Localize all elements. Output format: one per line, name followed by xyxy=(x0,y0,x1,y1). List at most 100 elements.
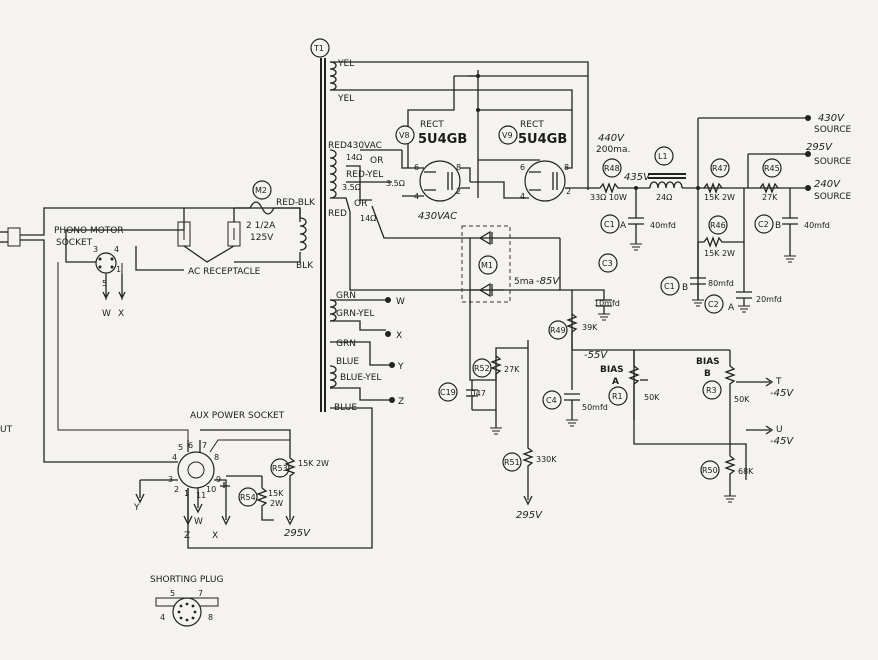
svg-text:C19: C19 xyxy=(440,388,456,397)
lead-red-430: RED430VAC xyxy=(328,141,382,151)
svg-text:15K 2W: 15K 2W xyxy=(704,193,735,202)
c1a-capacitor: C1 A 40mfd xyxy=(600,188,676,251)
bias-b-pot: BIAS B R3 50K xyxy=(696,357,774,430)
lead-blue-yel: BLUE-YEL xyxy=(340,373,381,383)
svg-text:A: A xyxy=(620,221,627,231)
svg-text:B: B xyxy=(775,221,781,231)
left-edge-fragment: UT xyxy=(0,425,13,435)
svg-text:R53: R53 xyxy=(272,464,288,473)
svg-text:2W: 2W xyxy=(270,499,283,508)
ac-receptacle-label: AC RECEPTACLE xyxy=(188,267,261,277)
svg-text:B: B xyxy=(704,369,711,379)
fuse-ref: M2 xyxy=(255,186,267,195)
tube-v8: V8 RECT 5U4GB 6 8 4 2 xyxy=(395,120,467,202)
v8-role: RECT xyxy=(420,120,444,130)
v9-role: RECT xyxy=(520,120,544,130)
lead-red-yel: RED-YEL xyxy=(346,170,383,180)
svg-text:R54: R54 xyxy=(240,493,256,502)
tap-35a: 3.5Ω xyxy=(342,183,361,192)
svg-text:11: 11 xyxy=(196,491,206,500)
phono-pin-3: 3 xyxy=(93,245,98,254)
r54-resistor: R54 15K 2W xyxy=(238,487,284,521)
l1-choke: L1 24Ω xyxy=(648,146,686,202)
bias-a-pot: BIAS A R1 50K xyxy=(600,365,660,420)
svg-text:20mfd: 20mfd xyxy=(756,295,782,304)
aux-power-socket: 4 5 6 7 8 9 10 11 3 2 1 xyxy=(168,441,221,500)
v-m85: -85V xyxy=(536,276,560,287)
svg-text:5: 5 xyxy=(170,589,175,598)
v9-type: 5U4GB xyxy=(518,132,567,147)
svg-text:C1: C1 xyxy=(604,220,615,229)
tap-35b: 3.5Ω xyxy=(386,179,405,188)
svg-text:15K 2W: 15K 2W xyxy=(298,459,329,468)
out-u-v: -45V xyxy=(770,436,794,447)
grn-out-w: W xyxy=(396,297,405,307)
svg-text:15K: 15K xyxy=(268,489,284,498)
r46-resistor: R46 15K 2W xyxy=(698,188,745,258)
svg-text:4: 4 xyxy=(160,613,165,622)
svg-text:B: B xyxy=(682,283,688,293)
svg-text:.047: .047 xyxy=(468,389,486,398)
svg-text:40mfd: 40mfd xyxy=(804,221,830,230)
v8-pin8: 8 xyxy=(456,163,461,172)
aux-out-z: Z xyxy=(184,531,190,541)
ma-200: 200ma. xyxy=(596,145,630,155)
aux-out-x: X xyxy=(212,531,218,541)
c3-capacitor: C3 10mfd xyxy=(594,253,620,321)
svg-text:L1: L1 xyxy=(658,152,668,161)
aux-socket-label: AUX POWER SOCKET xyxy=(190,411,285,421)
r48-resistor: R48 33Ω 10W xyxy=(590,158,650,202)
v-295-aux: 295V xyxy=(284,528,311,539)
power-plug xyxy=(0,227,21,247)
lead-yel-top: YEL xyxy=(337,59,354,69)
svg-text:10mfd: 10mfd xyxy=(594,299,620,308)
tap-14a: 14Ω xyxy=(346,153,362,162)
svg-text:R47: R47 xyxy=(712,164,728,173)
svg-text:24Ω: 24Ω xyxy=(656,193,672,202)
source-295-v: 295V xyxy=(806,142,833,153)
svg-text:7: 7 xyxy=(198,589,203,598)
phono-out-w: W xyxy=(102,309,111,319)
tube-v9: V9 RECT 5U4GB 6 8 4 2 xyxy=(498,120,571,202)
r53-resistor: R53 15K 2W xyxy=(270,457,329,526)
svg-text:39K: 39K xyxy=(582,323,598,332)
lead-red: RED xyxy=(328,209,347,219)
svg-text:R46: R46 xyxy=(710,221,726,230)
primary-red-blk: RED-BLK xyxy=(276,198,316,208)
primary-blk: BLK xyxy=(296,261,314,271)
svg-text:C4: C4 xyxy=(546,396,557,405)
phono-pin-4: 4 xyxy=(114,245,119,254)
v9-ref: V9 xyxy=(502,131,513,140)
svg-text:C2: C2 xyxy=(758,220,769,229)
fuse-m2: M2 2 1/2A 125V xyxy=(234,180,300,243)
svg-text:33Ω 10W: 33Ω 10W xyxy=(590,193,627,202)
grn-out-x: X xyxy=(396,331,402,341)
svg-text:C2: C2 xyxy=(708,300,719,309)
lead-yel-bottom: YEL xyxy=(337,94,354,104)
svg-text:4: 4 xyxy=(172,453,177,462)
transformer-t1: T1 xyxy=(310,38,337,412)
lead-grn-yel: GRN-YEL xyxy=(336,309,374,319)
c4-capacitor: C4 50mfd xyxy=(542,390,608,427)
out-u: U xyxy=(776,425,783,435)
svg-text:A: A xyxy=(728,303,735,313)
svg-text:R48: R48 xyxy=(604,164,620,173)
lead-blue: BLUE xyxy=(336,357,359,367)
svg-text:7: 7 xyxy=(202,441,207,450)
phono-socket-label-1: PHONO MOTOR xyxy=(54,226,124,236)
svg-text:27K: 27K xyxy=(504,365,520,374)
source-295-label: SOURCE xyxy=(814,157,851,167)
r45-resistor: R45 27K xyxy=(759,158,782,202)
source-430-v: 430V xyxy=(818,113,845,124)
svg-text:R50: R50 xyxy=(702,466,718,475)
v9-pin6: 6 xyxy=(520,163,525,172)
v-435: 435V xyxy=(624,172,651,183)
r51-resistor: R51 330K xyxy=(502,348,557,506)
svg-text:50K: 50K xyxy=(644,393,660,402)
source-240-v: 240V xyxy=(814,179,841,190)
v8-pin2: 2 xyxy=(456,187,461,196)
svg-text:R1: R1 xyxy=(612,392,623,401)
v9-pin4: 4 xyxy=(520,192,525,201)
out-t-v: -45V xyxy=(770,388,794,399)
